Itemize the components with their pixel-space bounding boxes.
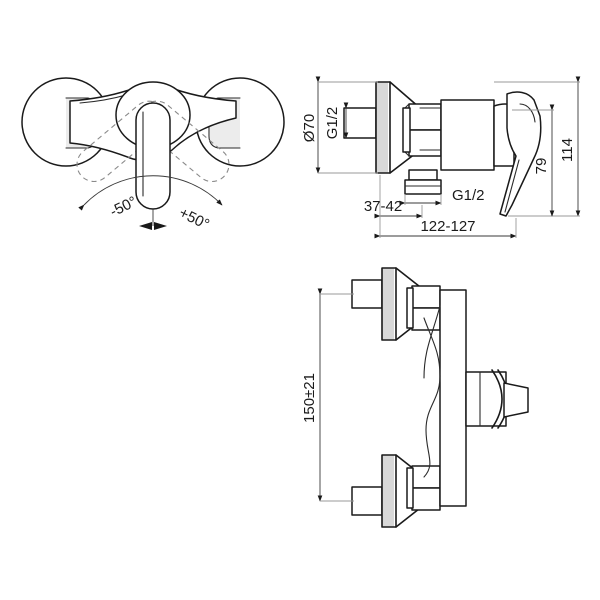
extline-outlet-thread — [404, 194, 442, 205]
hex-nut-bottom-upper — [411, 465, 441, 489]
angle-centre-arrow-right — [154, 222, 167, 230]
outlet-dome — [491, 369, 503, 429]
dim-label-height-114: 114 — [559, 138, 576, 162]
dim-label-inlet-thread: G1/2 — [324, 107, 341, 140]
angle-arc — [78, 175, 223, 211]
extline-diameter-70 — [318, 81, 378, 174]
view-handle-front: -50° +50° — [21, 77, 285, 233]
handle-lever — [135, 102, 171, 210]
dim-label-outlet-thread: G1/2 — [452, 187, 485, 204]
hex-nut-bottom-shank — [406, 467, 414, 509]
extline-depth-37-42 — [379, 175, 423, 218]
mixer-body-side — [440, 99, 495, 171]
body-s-curve — [423, 317, 441, 478]
inlet-nipple-bottom — [351, 486, 383, 516]
outlet-neck — [408, 169, 438, 181]
lever-handle-highlight — [519, 103, 536, 123]
inlet-nipple-top — [351, 279, 383, 309]
view-side-elevation: Ø70 G1/2 114 79 G1/2 37-42 122-127 — [301, 76, 581, 239]
lever-handle-side — [499, 91, 542, 217]
dim-label-depth-37-42: 37-42 — [364, 198, 402, 215]
hex-nut-shank — [402, 107, 411, 153]
outlet-collar — [404, 179, 442, 195]
body-curve-upper — [423, 305, 441, 379]
view-plan: 150±21 — [301, 267, 529, 528]
hex-nut-bottom-lower — [411, 487, 441, 511]
flange-face-shade-bottom — [382, 455, 394, 527]
dim-label-height-79: 79 — [533, 158, 550, 175]
extline-height-114 — [494, 81, 580, 217]
dim-label-centres-150: 150±21 — [301, 373, 318, 423]
body-side-edges — [419, 107, 442, 151]
hex-nut-lower — [408, 129, 442, 157]
hex-nut-top-shank — [406, 287, 414, 329]
dim-label-depth-122-127: 122-127 — [420, 218, 475, 235]
outlet-barrel-plan — [465, 371, 507, 427]
flange-face-shade-top — [382, 268, 394, 340]
hex-nut-top-upper — [411, 285, 441, 309]
dim-label-diameter-70: Ø70 — [301, 114, 318, 142]
lever-tip-highlight — [504, 159, 520, 213]
flange-face-shade — [376, 82, 388, 173]
outlet-tip — [503, 382, 529, 418]
angle-centre-arrow-left — [139, 222, 152, 230]
inlet-nipple-side — [343, 107, 377, 139]
mixer-body-plan — [439, 289, 467, 507]
extline-centres-150 — [320, 293, 354, 502]
extline-depth-122-127 — [379, 218, 517, 238]
